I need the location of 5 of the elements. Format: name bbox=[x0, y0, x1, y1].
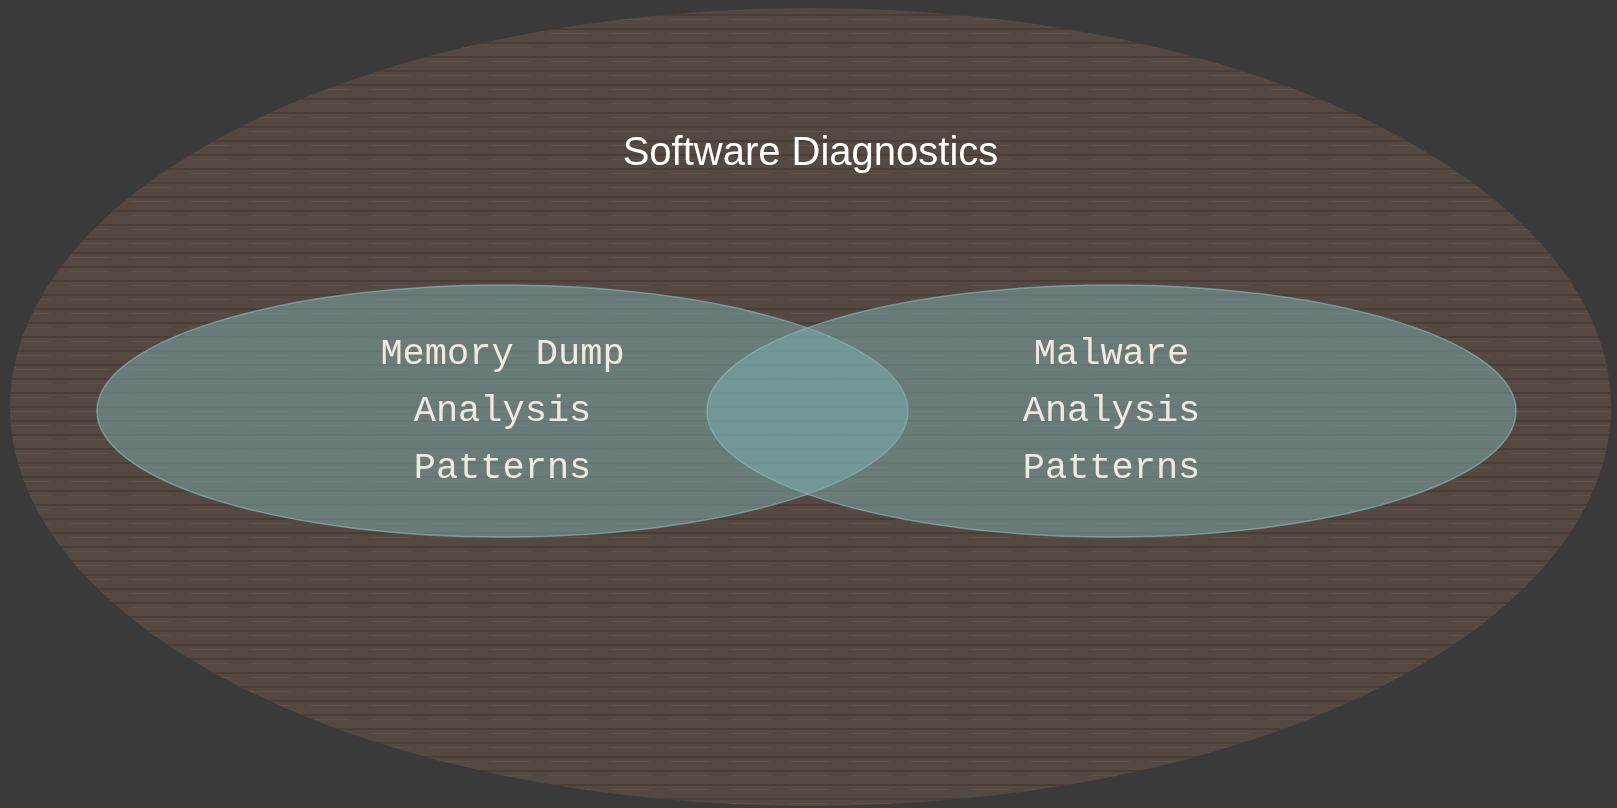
ellipse-heading: Software Diagnostics bbox=[622, 128, 999, 175]
outer-ellipse bbox=[10, 8, 1611, 806]
inner-ellipse bbox=[706, 284, 1517, 538]
ellipse-label: Malware Analysis Patterns bbox=[1021, 331, 1202, 491]
ellipse-label: Memory Dump Analysis Patterns bbox=[379, 331, 626, 491]
